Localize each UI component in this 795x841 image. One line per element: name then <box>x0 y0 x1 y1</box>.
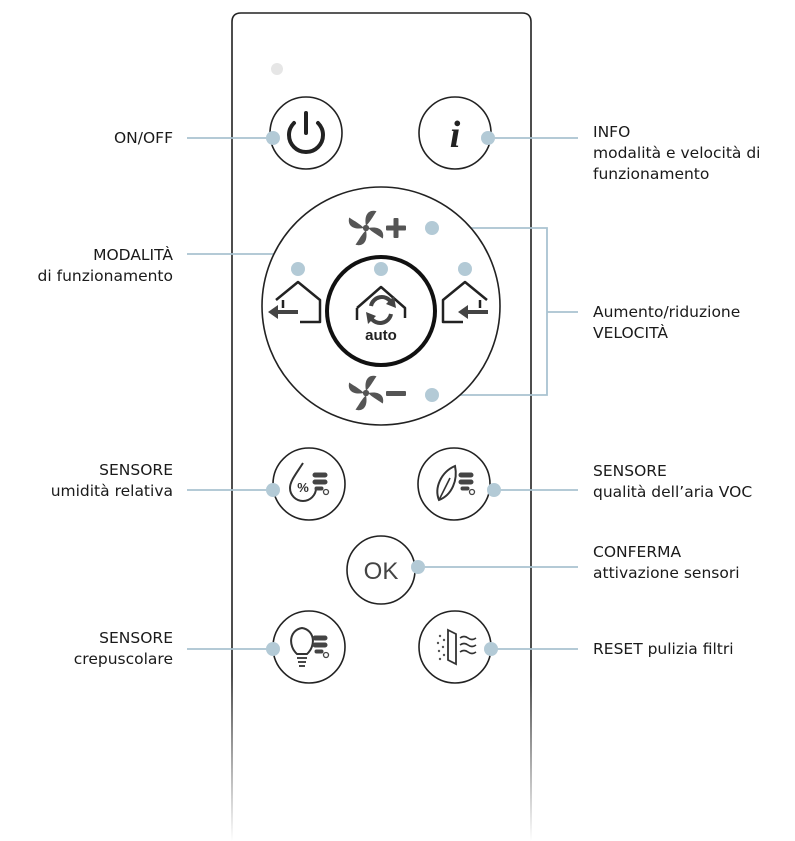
label-on-off: ON/OFF <box>113 129 173 147</box>
connector-dots <box>266 131 501 656</box>
label-reset: RESET pulizia filtri <box>593 640 734 658</box>
fan-plus-icon <box>348 210 406 246</box>
power-button[interactable] <box>269 96 343 170</box>
ok-button[interactable]: OK <box>346 535 416 605</box>
filter-reset-icon <box>436 628 477 666</box>
filter-reset-button[interactable] <box>418 610 492 684</box>
info-button[interactable]: i <box>418 96 492 170</box>
fan-minus-button[interactable] <box>348 375 406 411</box>
status-led <box>271 63 283 75</box>
label-velocita: Aumento/riduzione VELOCITÀ <box>593 303 741 342</box>
info-icon: i <box>450 114 461 156</box>
house-intake-icon <box>441 280 488 324</box>
auto-mode-button[interactable]: auto <box>325 255 437 367</box>
label-modalita: MODALITÀ di funzionamento <box>37 246 173 285</box>
mode-intake-button[interactable] <box>441 280 488 324</box>
voc-sensor-button[interactable] <box>417 447 491 521</box>
fan-minus-icon <box>348 375 406 411</box>
label-voc: SENSORE qualità dell’aria VOC <box>593 462 753 501</box>
power-icon <box>287 111 325 155</box>
humidity-sensor-icon: % <box>288 462 330 502</box>
remote-body <box>231 12 532 841</box>
twilight-bulb-sensor-icon <box>290 626 330 667</box>
voc-leaf-sensor-icon <box>436 464 476 502</box>
house-auto-icon <box>355 285 407 325</box>
humidity-sensor-button[interactable]: % <box>272 447 346 521</box>
label-umidita: SENSORE umidità relativa <box>50 461 173 500</box>
mode-exhaust-button[interactable] <box>268 280 322 324</box>
svg-text:%: % <box>297 480 309 495</box>
label-conferma: CONFERMA attivazione sensori <box>593 543 740 582</box>
auto-label: auto <box>365 327 397 344</box>
label-crepuscolare: SENSORE crepuscolare <box>73 629 173 668</box>
house-exhaust-icon <box>268 280 322 324</box>
fan-plus-button[interactable] <box>348 210 406 246</box>
twilight-sensor-button[interactable] <box>272 610 346 684</box>
ok-icon: OK <box>364 558 399 585</box>
label-info: INFO modalità e velocità di funzionament… <box>593 123 761 183</box>
